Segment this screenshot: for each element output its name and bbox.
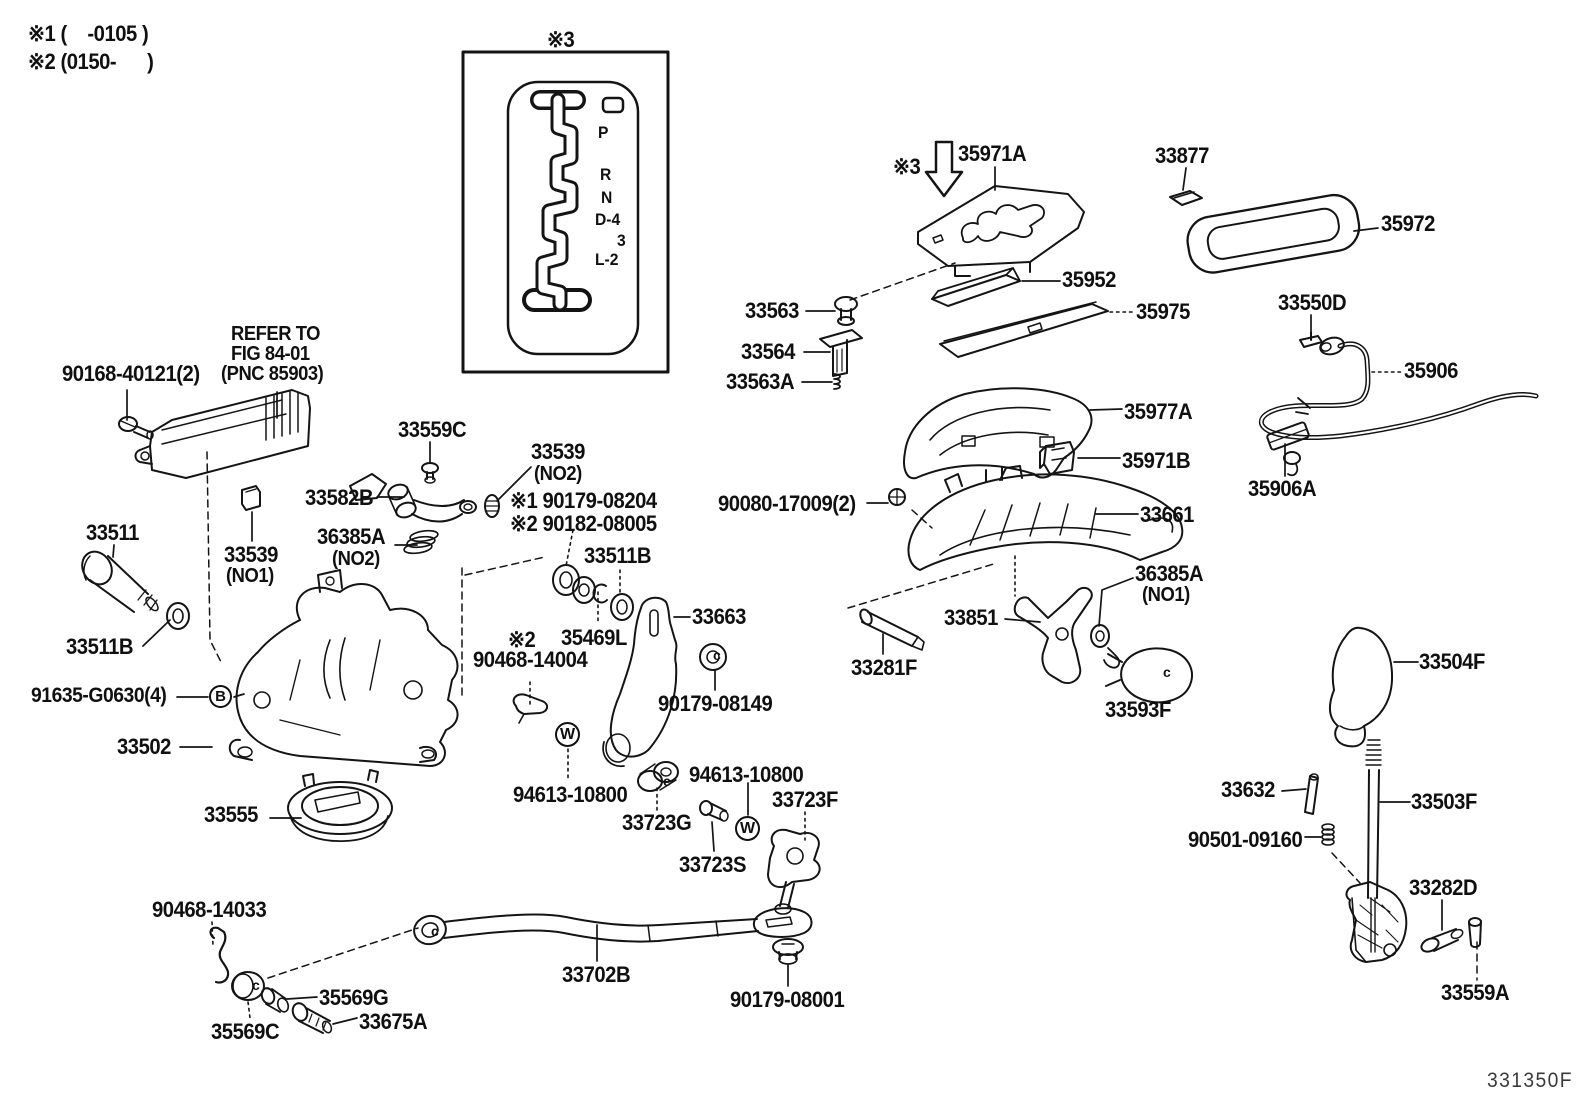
part-36385A-no1-washer bbox=[1090, 624, 1121, 669]
part-33632-pin bbox=[1304, 773, 1319, 815]
part-35906-cable bbox=[1258, 336, 1539, 440]
part-33504F-knob bbox=[1329, 626, 1394, 748]
part-35469L-clip bbox=[592, 583, 608, 604]
part-33675A-bolt bbox=[291, 1002, 333, 1034]
part-33503F-lever-shaft bbox=[1365, 739, 1382, 953]
part-35977A-housing bbox=[903, 387, 1093, 483]
part-35971B-bracket bbox=[1039, 441, 1075, 475]
part-refer-bracket bbox=[134, 389, 311, 479]
part-35569G-bush bbox=[260, 987, 290, 1013]
part-lever-base-bracket bbox=[1345, 881, 1408, 963]
shift-button-icon bbox=[601, 96, 625, 114]
part-33851-fork bbox=[1013, 586, 1093, 684]
part-33582B-bracket bbox=[349, 473, 477, 523]
part-33539-no1-damper bbox=[241, 485, 261, 511]
part-90168-screw bbox=[118, 416, 154, 440]
part-35569C-grommet bbox=[231, 971, 265, 1001]
part-33564-clip bbox=[819, 329, 863, 377]
part-36385A-no2-spring bbox=[403, 529, 439, 555]
part-33723F-bracket bbox=[767, 828, 821, 915]
part-35971A-cover bbox=[917, 185, 1085, 277]
part-90468-14004-clip bbox=[512, 693, 548, 724]
part-33539-no2-grommet bbox=[484, 494, 500, 518]
part-33563-grommet bbox=[834, 296, 858, 326]
part-33723S-pin bbox=[699, 800, 729, 822]
part-33511-pin bbox=[81, 550, 159, 613]
dotted-leader-lines bbox=[211, 311, 1403, 1019]
part-33559A-pin bbox=[1468, 917, 1482, 948]
part-33559C-screw bbox=[421, 462, 439, 484]
part-90080-screw bbox=[888, 488, 906, 506]
part-33555-cap bbox=[287, 769, 393, 842]
assembly-dashed-lines bbox=[206, 262, 1478, 981]
part-33511B-washer-left bbox=[166, 602, 190, 630]
part-33723G-clevis bbox=[637, 761, 679, 792]
part-90501-spring bbox=[1321, 823, 1335, 846]
part-33663-lever bbox=[602, 596, 678, 768]
part-35975-plate bbox=[939, 301, 1109, 358]
part-33877-clip bbox=[1169, 190, 1203, 206]
shift-gate-inset bbox=[461, 50, 670, 374]
part-35972-bezel bbox=[1186, 193, 1361, 274]
part-33281F-rod bbox=[859, 608, 925, 651]
part-33502-base bbox=[228, 569, 459, 767]
part-33593F-sensor bbox=[1105, 647, 1193, 704]
part-90179-08149-nut bbox=[699, 643, 727, 671]
part-90179-08001-nut bbox=[772, 938, 804, 965]
part-35906A-connector bbox=[1266, 421, 1310, 477]
part-33563A-spring bbox=[833, 373, 841, 390]
part-33282D-bolt bbox=[1420, 928, 1464, 953]
part-35952-plate bbox=[931, 267, 1021, 307]
arrow-down-icon bbox=[924, 140, 964, 198]
part-33550D-pin bbox=[1299, 331, 1323, 348]
part-33702B-rod bbox=[413, 907, 813, 946]
part-33511B-bushing-cluster bbox=[552, 564, 634, 621]
part-33661-bracket bbox=[907, 465, 1184, 571]
leader-lines bbox=[112, 166, 1443, 1025]
